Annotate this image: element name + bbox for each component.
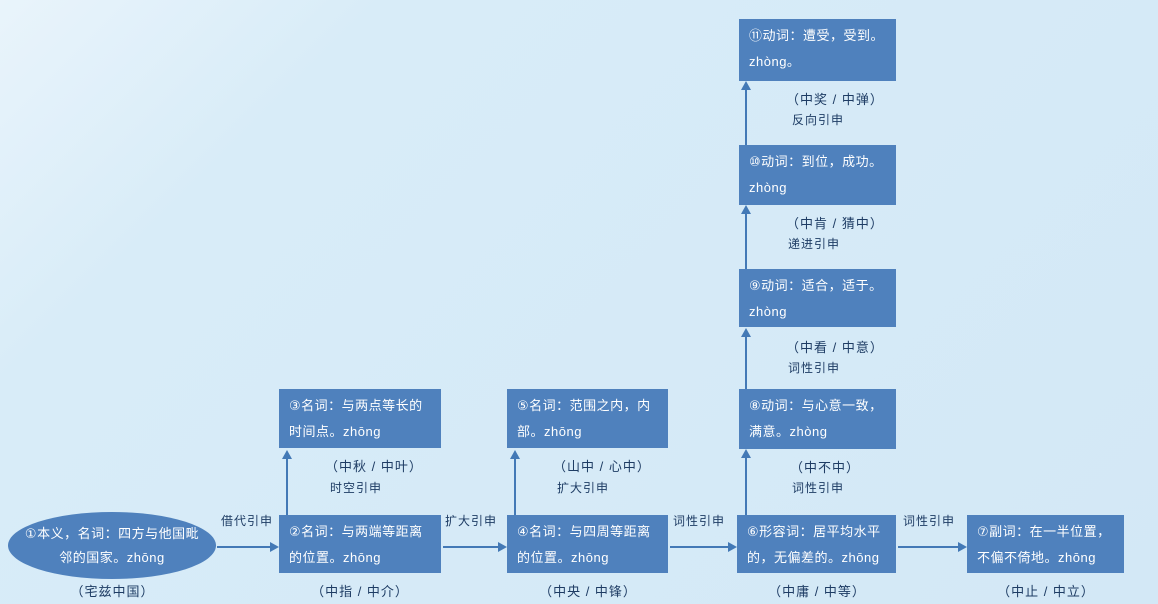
node-sense-7: ⑦副词：在一半位置，不偏不倚地。zhōng <box>967 515 1124 573</box>
edge-label-cixing-3: 词性引申 <box>792 481 845 495</box>
node-caption-sense-4: （中央 / 中锋） <box>539 584 637 599</box>
node-sense-10: ⑩动词：到位，成功。zhòng <box>739 145 896 205</box>
node-sense-1-ellipse: ①本义，名词：四方与他国毗邻的国家。zhōng <box>8 512 216 579</box>
arrow-up-9-to-10 <box>741 205 751 269</box>
node-caption-sense-6: （中庸 / 中等） <box>768 584 866 599</box>
node-caption-sense-1: （宅兹中国） <box>70 584 155 599</box>
edge-caption-zhongken: （中肯 / 猜中） <box>786 216 884 231</box>
edge-label-dijin: 递进引申 <box>788 237 841 251</box>
node-caption-sense-7: （中止 / 中立） <box>997 584 1095 599</box>
node-sense-6: ⑥形容词：居平均水平的，无偏差的。zhōng <box>737 515 896 573</box>
edge-label-jiedai: 借代引申 <box>221 514 274 528</box>
node-sense-3: ③名词：与两点等长的时间点。zhōng <box>279 389 441 448</box>
edge-label-kuoda: 扩大引申 <box>445 514 498 528</box>
arrow-up-10-to-11 <box>741 81 751 145</box>
edge-label-cixing-4: 词性引申 <box>788 361 841 375</box>
node-sense-11: ⑪动词：遭受，受到。zhòng。 <box>739 19 896 81</box>
edge-caption-zhongbuzhong: （中不中） <box>790 460 861 475</box>
arrow-right-1-to-2 <box>217 542 279 552</box>
node-sense-2: ②名词：与两端等距离的位置。zhōng <box>279 515 441 573</box>
edge-caption-zhongqiu: （中秋 / 中叶） <box>325 459 423 474</box>
edge-label-shikong: 时空引申 <box>330 481 383 495</box>
arrow-right-4-to-6 <box>670 542 737 552</box>
node-sense-5: ⑤名词：范围之内，内部。zhōng <box>507 389 668 448</box>
edge-label-kuoda-up: 扩大引申 <box>557 481 610 495</box>
arrow-up-8-to-9 <box>741 328 751 389</box>
edge-label-cixing-2: 词性引申 <box>903 514 956 528</box>
node-caption-sense-2: （中指 / 中介） <box>311 584 409 599</box>
edge-label-cixing-1: 词性引申 <box>673 514 726 528</box>
node-sense-9: ⑨动词：适合，适于。zhòng <box>739 269 896 327</box>
node-sense-8: ⑧动词：与心意一致，满意。zhòng <box>739 389 896 449</box>
edge-label-fanxiang: 反向引申 <box>792 113 845 127</box>
arrow-right-6-to-7 <box>898 542 967 552</box>
arrow-up-2-to-3 <box>282 450 292 515</box>
edge-caption-zhongjiang: （中奖 / 中弹） <box>786 92 884 107</box>
node-sense-4: ④名词：与四周等距离的位置。zhōng <box>507 515 668 573</box>
edge-caption-shanzhong: （山中 / 心中） <box>553 459 651 474</box>
edge-caption-zhongkan: （中看 / 中意） <box>786 340 884 355</box>
arrow-up-4-to-5 <box>510 450 520 515</box>
arrow-right-2-to-4 <box>443 542 507 552</box>
arrow-up-6-to-8 <box>741 449 751 515</box>
